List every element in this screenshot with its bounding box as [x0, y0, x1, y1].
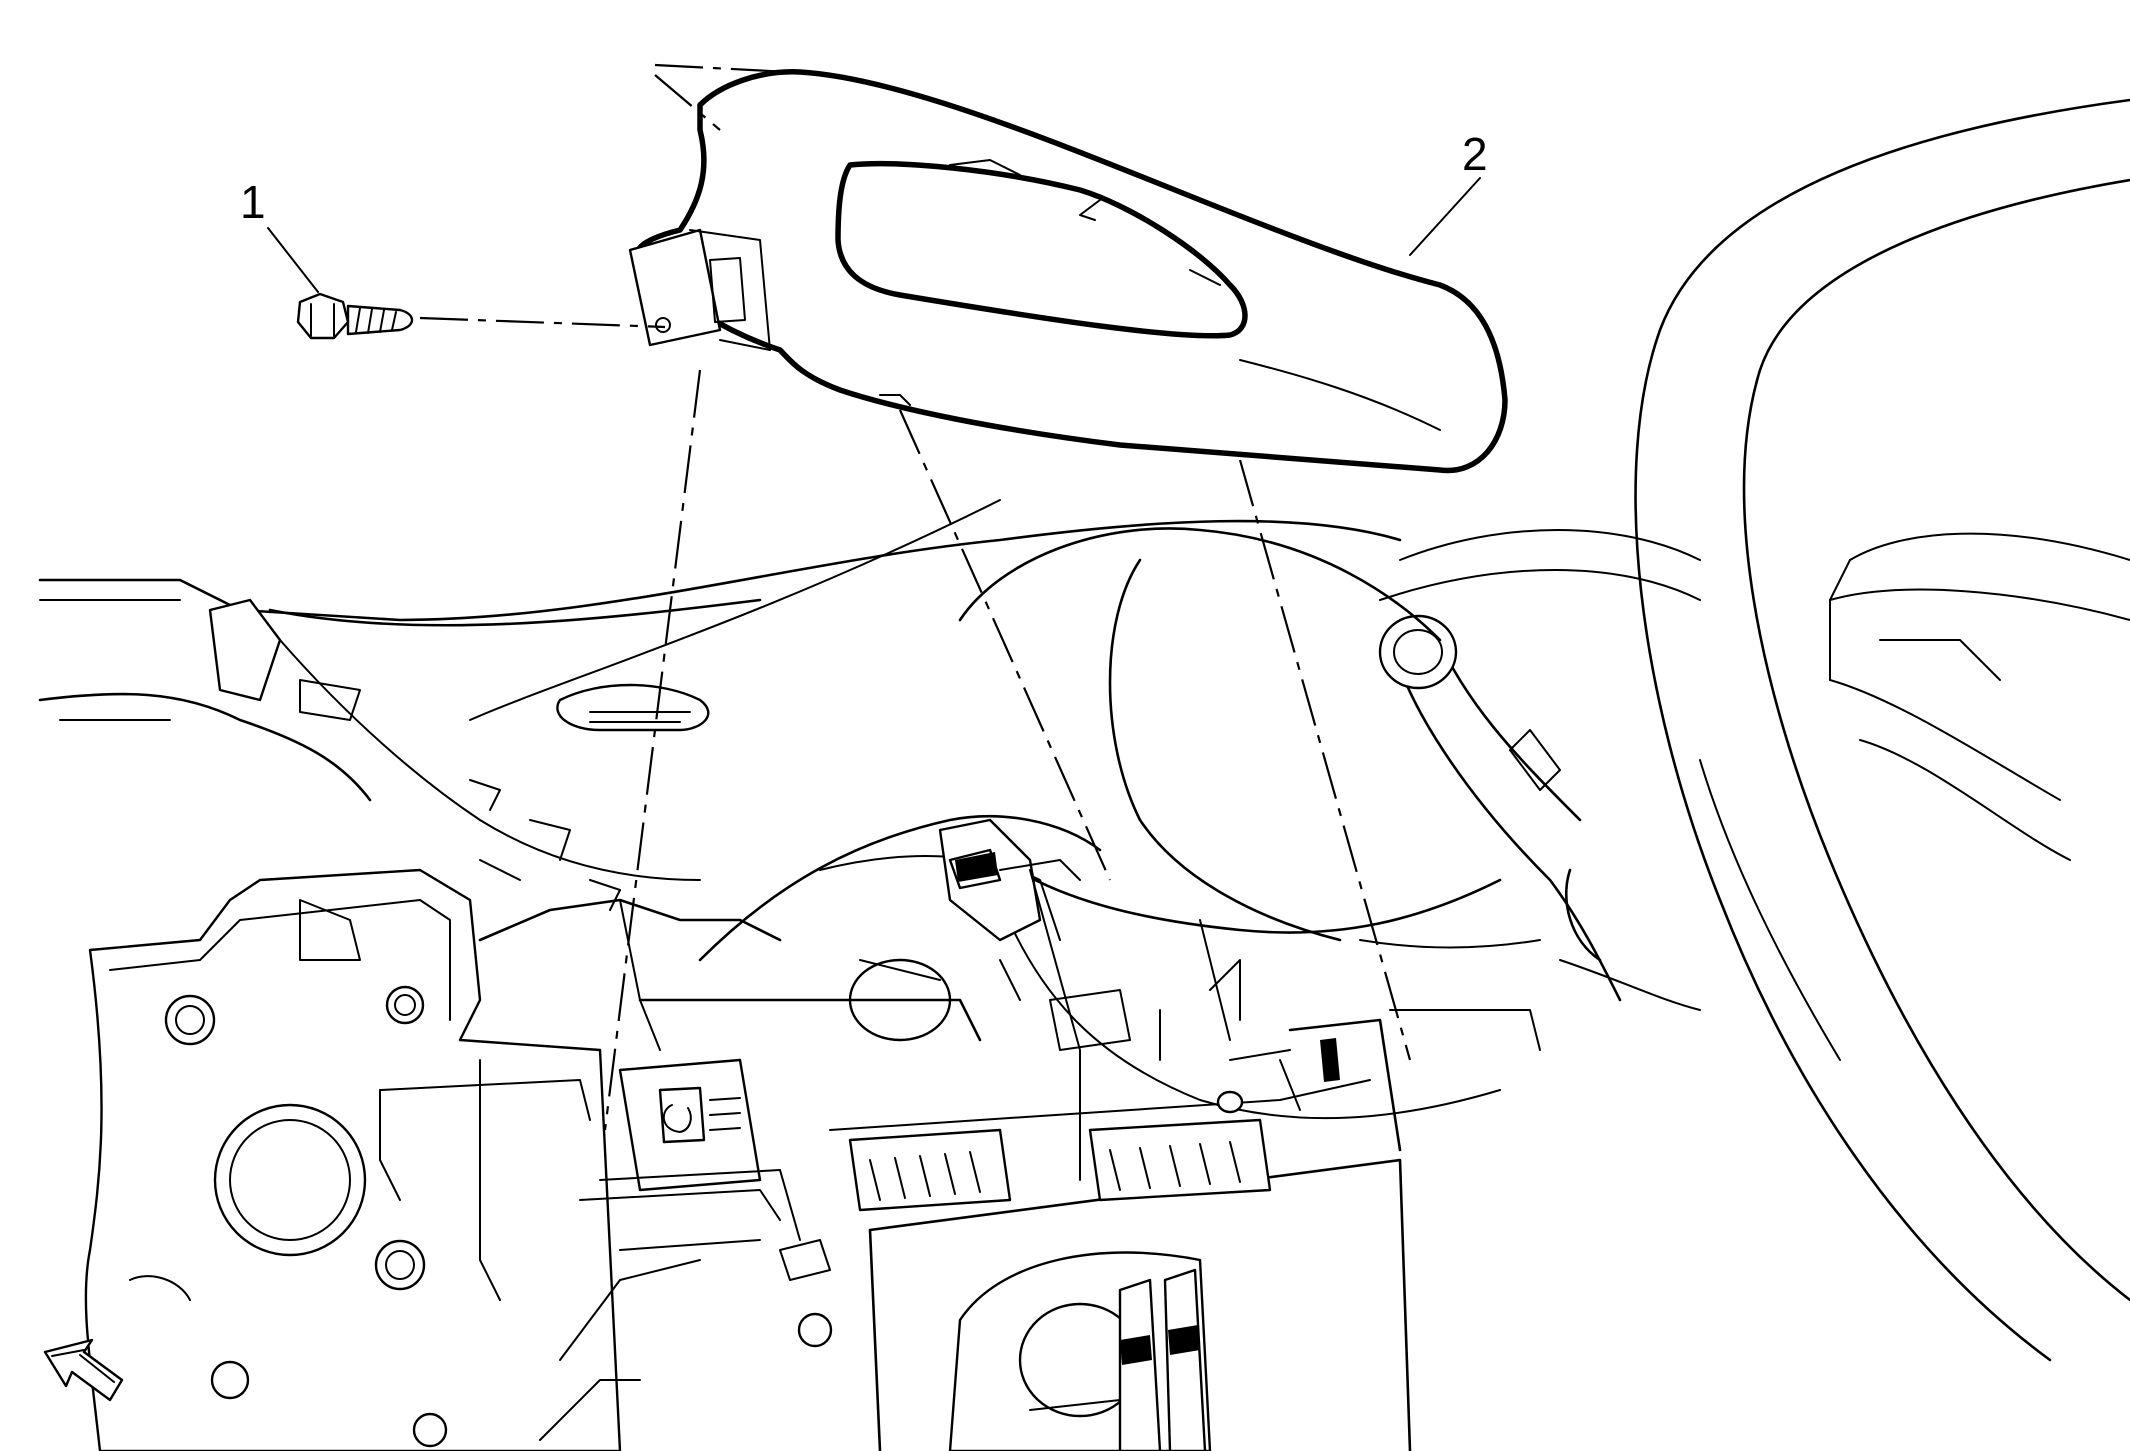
- cluster-opening: [958, 527, 1541, 1120]
- steering-wheel: [1634, 98, 2130, 1362]
- support-bracket: [84, 859, 781, 1451]
- instrument-panel: [38, 499, 1402, 911]
- column-shroud-upper: [628, 69, 1508, 474]
- panel-retainer: [599, 1058, 833, 1348]
- callout-1: 1: [240, 176, 266, 228]
- lower-knee-bolster: [638, 814, 1412, 1451]
- hollow-arrow-icon: [43, 1338, 124, 1402]
- center-bracket: [478, 818, 1301, 1181]
- callout-2: 2: [1462, 128, 1488, 180]
- screw-fastener: [296, 292, 414, 340]
- leader-lines: [267, 63, 1481, 1131]
- steering-column: [1378, 529, 1701, 1011]
